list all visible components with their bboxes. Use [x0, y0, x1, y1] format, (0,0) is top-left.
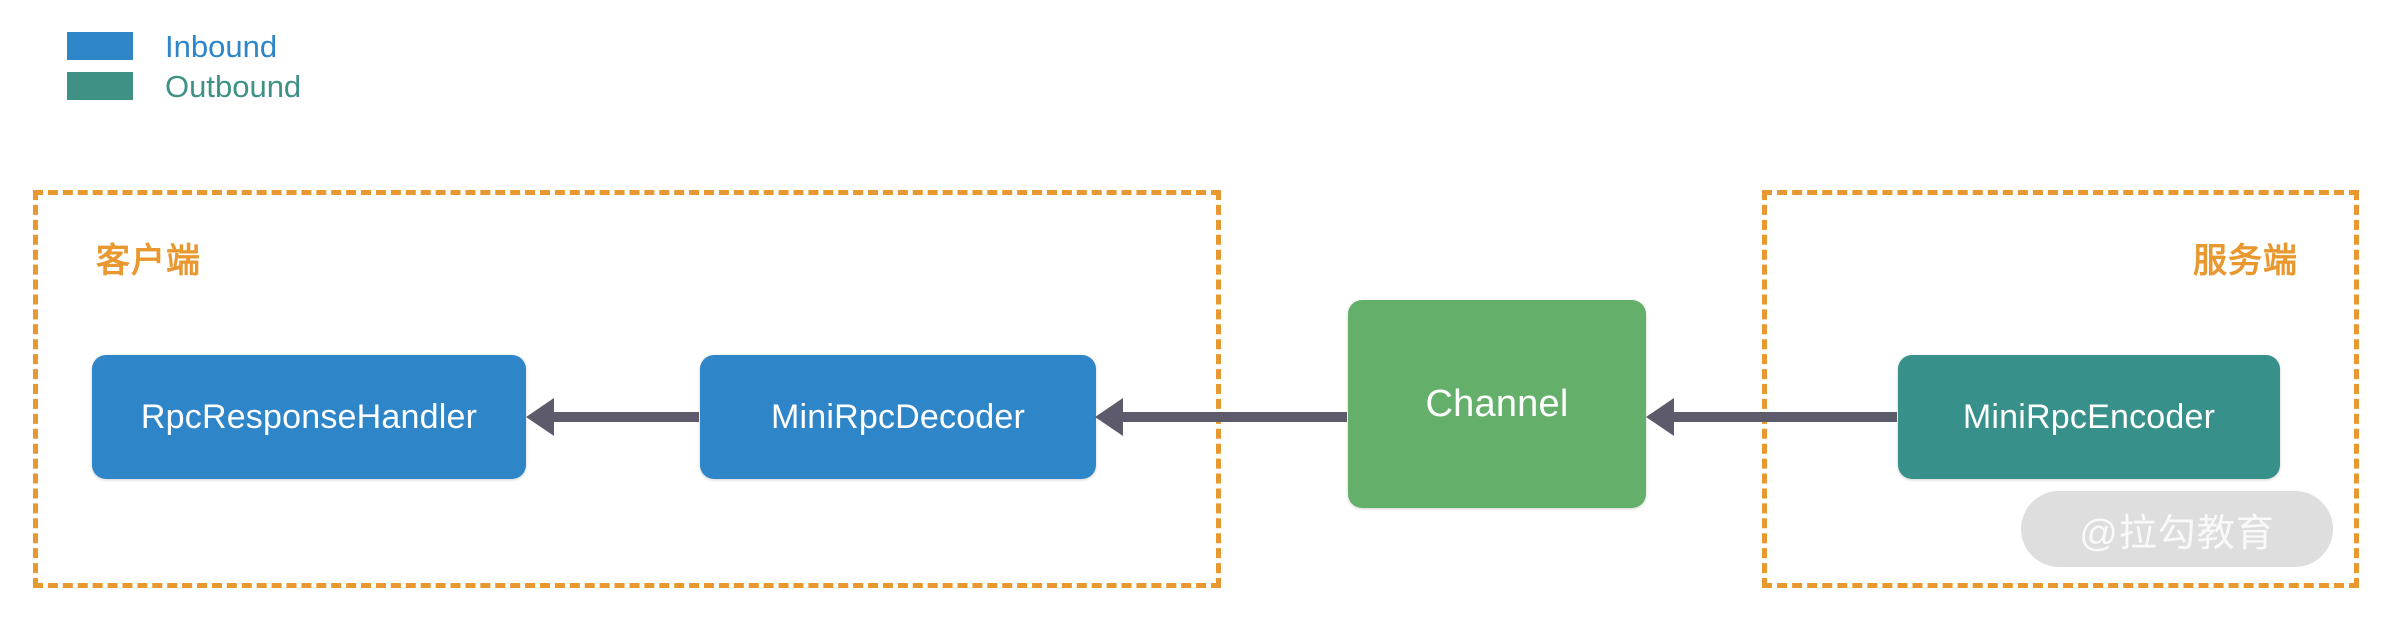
zone-client: 客户端: [33, 190, 1221, 588]
node-rpc-response-handler[interactable]: RpcResponseHandler: [92, 355, 526, 479]
arrow-decoder-to-handler-icon: [553, 412, 699, 422]
legend-swatch-inbound: [67, 32, 133, 60]
arrow-encoder-to-channel-icon: [1673, 412, 1897, 422]
node-label-mini-rpc-decoder: MiniRpcDecoder: [770, 397, 1026, 436]
zone-server: 服务端: [1762, 190, 2359, 588]
zone-label-client: 客户端: [96, 242, 201, 280]
legend-swatch-outbound: [67, 72, 133, 100]
node-label-channel: Channel: [1425, 382, 1569, 425]
node-mini-rpc-encoder[interactable]: MiniRpcEncoder: [1898, 355, 2280, 479]
legend-label-outbound: Outbound: [165, 68, 302, 104]
node-channel[interactable]: Channel: [1348, 300, 1646, 508]
node-label-mini-rpc-encoder: MiniRpcEncoder: [1962, 397, 2216, 436]
legend: Inbound Outbound: [67, 26, 301, 106]
legend-item-inbound: Inbound: [67, 26, 301, 66]
legend-item-outbound: Outbound: [67, 66, 301, 106]
node-label-rpc-response-handler: RpcResponseHandler: [140, 397, 478, 436]
zone-label-server: 服务端: [2193, 242, 2298, 280]
watermark: @拉勾教育: [2021, 491, 2333, 567]
watermark-text: @拉勾教育: [2079, 512, 2275, 555]
legend-label-inbound: Inbound: [165, 28, 278, 64]
arrow-channel-to-decoder-icon: [1122, 412, 1347, 422]
node-mini-rpc-decoder[interactable]: MiniRpcDecoder: [700, 355, 1096, 479]
